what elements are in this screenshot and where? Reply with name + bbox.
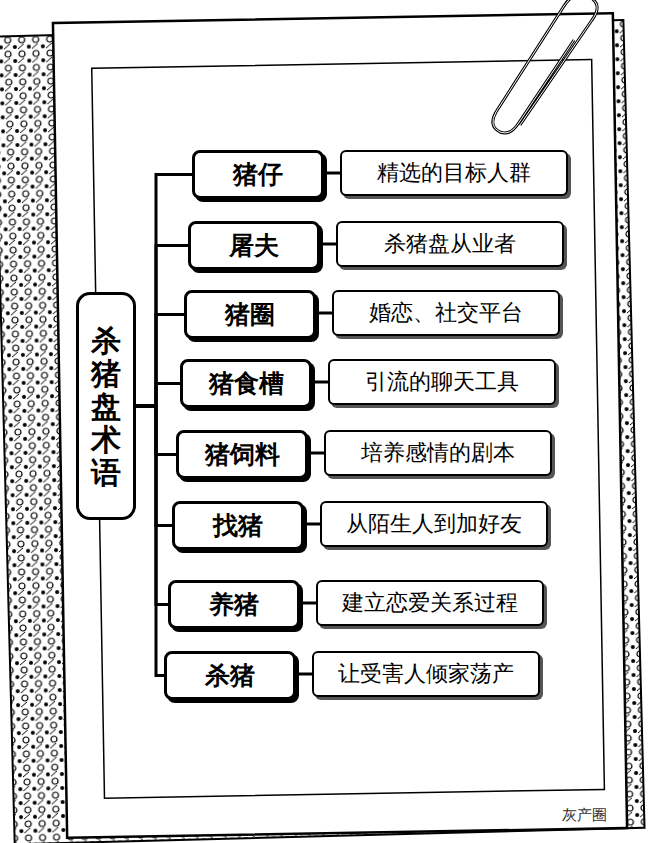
node-text: 猪仔 — [233, 158, 283, 191]
term-box: 猪饲料 — [176, 430, 308, 479]
definition-bubble: 引流的聊天工具 — [328, 359, 556, 405]
connector — [312, 381, 328, 384]
connector — [324, 172, 340, 175]
node-text: 杀猪 — [205, 659, 255, 692]
node-text: 猪食槽 — [209, 367, 284, 400]
connector — [136, 406, 164, 676]
node-text: 养猪 — [209, 588, 259, 621]
connector — [136, 315, 184, 407]
connector — [304, 523, 320, 526]
connector — [320, 243, 336, 246]
node-text: 从陌生人到加好友 — [346, 509, 522, 539]
node-text: 杀猪盘术语 — [91, 324, 121, 489]
definition-bubble: 从陌生人到加好友 — [320, 501, 548, 547]
definition-bubble: 让受害人倾家荡产 — [312, 651, 540, 697]
definition-bubble: 婚恋、社交平台 — [332, 290, 560, 336]
connector — [308, 452, 324, 455]
term-box: 猪圈 — [184, 290, 316, 339]
node-text: 屠夫 — [229, 229, 279, 262]
connector — [136, 384, 180, 407]
connector — [316, 312, 332, 315]
term-box: 屠夫 — [188, 221, 320, 270]
definition-bubble: 杀猪盘从业者 — [336, 221, 564, 267]
node-text: 杀猪盘从业者 — [384, 229, 516, 259]
connector — [136, 406, 168, 605]
term-box: 找猪 — [172, 501, 304, 550]
group-box: 杀猪盘术语 — [76, 292, 136, 520]
node-text: 婚恋、社交平台 — [369, 298, 523, 328]
definition-bubble: 培养感情的剧本 — [324, 430, 552, 476]
node-text: 找猪 — [213, 509, 263, 542]
connector — [136, 406, 172, 526]
term-box: 杀猪 — [164, 651, 296, 700]
node-text: 猪饲料 — [205, 438, 280, 471]
connector — [300, 602, 316, 605]
node-text: 精选的目标人群 — [377, 158, 531, 188]
node-text: 引流的聊天工具 — [365, 367, 519, 397]
node-text: 建立恋爱关系过程 — [342, 588, 518, 618]
white-card — [53, 13, 627, 838]
node-text: 猪圈 — [225, 298, 275, 331]
paperclip — [493, 0, 597, 133]
node-text: 培养感情的剧本 — [361, 438, 515, 468]
definition-bubble: 精选的目标人群 — [340, 150, 568, 196]
watermark: 灰产圈 — [560, 806, 609, 825]
connector — [296, 673, 312, 676]
term-box: 猪仔 — [192, 150, 324, 199]
term-box: 养猪 — [168, 580, 300, 629]
definition-bubble: 建立恋爱关系过程 — [316, 580, 544, 626]
term-box: 猪食槽 — [180, 359, 312, 408]
node-text: 让受害人倾家荡产 — [338, 659, 514, 689]
